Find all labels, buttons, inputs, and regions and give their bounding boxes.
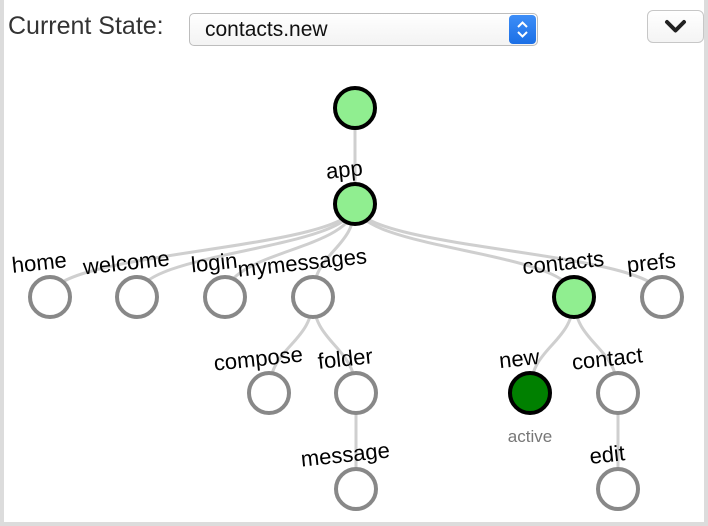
state-node-label-edit: edit — [588, 440, 626, 469]
state-node-compose[interactable] — [247, 371, 291, 415]
state-node-label-prefs: prefs — [626, 248, 677, 278]
state-node-mymessages[interactable] — [291, 275, 335, 319]
state-node-message[interactable] — [334, 467, 378, 511]
state-node-welcome[interactable] — [115, 275, 159, 319]
state-node-contacts[interactable] — [552, 275, 596, 319]
active-state-indicator: active — [508, 427, 552, 446]
state-node-folder[interactable] — [334, 371, 378, 415]
state-node-label-home: home — [11, 247, 68, 278]
state-node-label-folder: folder — [317, 343, 374, 374]
state-node-label-contact: contact — [571, 342, 644, 374]
state-node-label-app: app — [325, 155, 364, 184]
state-node-root[interactable] — [333, 86, 377, 130]
edge-app-contacts — [353, 203, 576, 298]
state-node-login[interactable] — [203, 275, 247, 319]
edge-app-prefs — [353, 203, 664, 298]
state-node-contact[interactable] — [596, 371, 640, 415]
current-state-value: contacts.new — [205, 18, 328, 41]
state-node-edit[interactable] — [596, 467, 640, 511]
current-state-select[interactable]: contacts.new — [189, 13, 538, 46]
chevron-down-icon — [665, 20, 686, 33]
state-node-label-new: new — [498, 344, 541, 373]
edge-app-home — [48, 203, 357, 298]
state-node-new[interactable] — [508, 371, 552, 415]
state-node-label-contacts: contacts — [521, 246, 605, 279]
state-node-label-login: login — [190, 248, 239, 278]
state-node-prefs[interactable] — [640, 275, 684, 319]
state-node-label-compose: compose — [213, 341, 304, 375]
state-node-label-message: message — [300, 437, 391, 471]
select-arrows-icon — [509, 15, 536, 44]
collapse-toggle-button[interactable] — [647, 10, 704, 43]
state-node-home[interactable] — [28, 275, 72, 319]
state-node-app[interactable] — [333, 182, 377, 226]
header-bar: Current State: contacts.new — [0, 0, 708, 58]
current-state-label: Current State: — [8, 12, 164, 40]
